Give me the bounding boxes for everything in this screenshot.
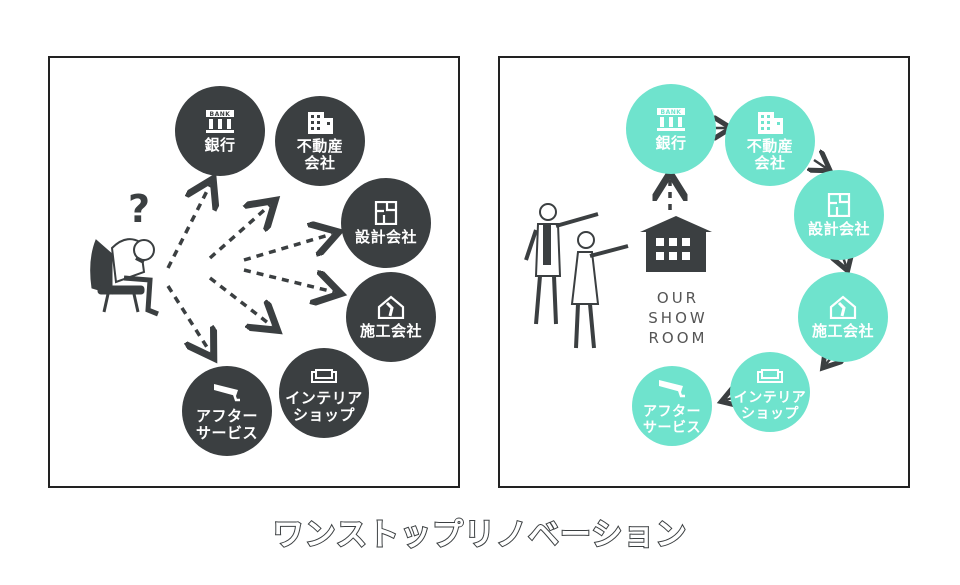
node-label-realestate: 不動産 会社 bbox=[746, 137, 794, 172]
right-node-realestate: 不動産 会社 bbox=[725, 96, 815, 186]
pointing-people-icon bbox=[524, 203, 629, 349]
right-node-construction: 施工会社 bbox=[798, 272, 888, 362]
node-label-realestate: 不動産 会社 bbox=[296, 137, 344, 172]
page-caption: ワンストップリノベーション bbox=[272, 516, 688, 554]
svg-text:BANK: BANK bbox=[661, 109, 682, 116]
question-mark: ? bbox=[128, 187, 150, 231]
showroom-building-icon bbox=[640, 216, 712, 272]
bank-icon: BANK bbox=[206, 109, 234, 133]
node-label-aftersupport: アフター サービス bbox=[643, 404, 701, 436]
security-camera-icon bbox=[214, 384, 240, 402]
node-label-design: 設計会社 bbox=[807, 219, 870, 238]
left-arrows bbox=[166, 185, 334, 352]
house-tool-icon bbox=[829, 295, 857, 319]
left-node-construction: 施工会社 bbox=[346, 272, 436, 362]
worried-person-icon bbox=[90, 238, 159, 317]
node-label-construction: 施工会社 bbox=[359, 321, 422, 340]
building-icon bbox=[758, 112, 783, 134]
left-node-interior: インテリア ショップ bbox=[279, 348, 369, 438]
left-node-realestate: 不動産 会社 bbox=[275, 96, 365, 186]
left-node-aftersupport: アフター サービス bbox=[182, 366, 272, 456]
floorplan-icon bbox=[827, 192, 851, 217]
house-tool-icon bbox=[377, 295, 405, 319]
sofa-icon bbox=[311, 369, 337, 383]
right-node-aftersupport: アフター サービス bbox=[632, 366, 712, 446]
security-camera-icon bbox=[659, 380, 685, 398]
right-node-interior: インテリア ショップ bbox=[730, 352, 810, 432]
left-node-bank: BANK 銀行 bbox=[175, 86, 265, 176]
node-label-aftersupport: アフター サービス bbox=[195, 407, 258, 442]
node-label-bank: 銀行 bbox=[655, 133, 687, 152]
floorplan-icon bbox=[374, 200, 398, 225]
left-node-design: 設計会社 bbox=[341, 178, 431, 268]
node-label-interior: インテリア ショップ bbox=[285, 389, 363, 424]
showroom-label: OUR SHOW ROOM bbox=[648, 289, 708, 347]
sofa-icon bbox=[757, 369, 783, 383]
node-label-construction: 施工会社 bbox=[811, 321, 874, 340]
svg-text:BANK: BANK bbox=[210, 111, 231, 118]
node-label-bank: 銀行 bbox=[204, 135, 236, 154]
right-node-bank: BANK 銀行 bbox=[626, 84, 716, 174]
bank-icon: BANK bbox=[657, 107, 685, 131]
node-label-design: 設計会社 bbox=[354, 227, 417, 246]
right-node-design: 設計会社 bbox=[794, 170, 884, 260]
node-label-interior: インテリア ショップ bbox=[733, 390, 807, 422]
building-icon bbox=[308, 112, 333, 134]
